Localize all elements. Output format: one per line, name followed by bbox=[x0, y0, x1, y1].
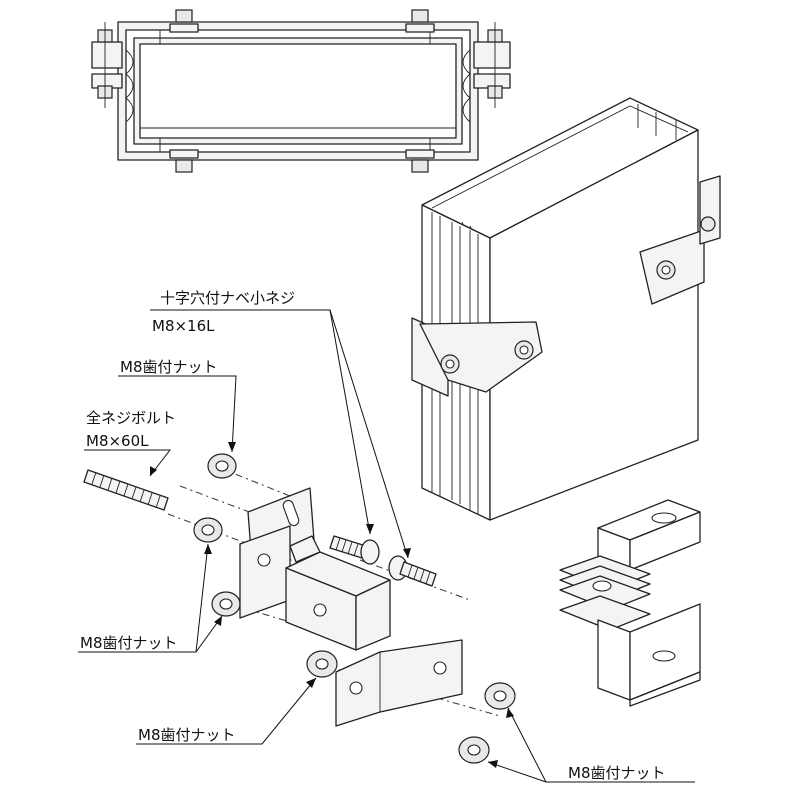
plan-view-section bbox=[91, 9, 511, 173]
exploded-assembly bbox=[83, 453, 516, 764]
label-screw-name: 十字穴付ナベ小ネジ bbox=[160, 289, 295, 307]
label-screw-size: M8×16L bbox=[152, 317, 215, 335]
label-nut-bottom-left: M8歯付ナット bbox=[138, 726, 236, 744]
flange-nut-bottom-right-1 bbox=[484, 682, 516, 710]
flange-nut-mid-left bbox=[193, 517, 223, 543]
flange-nut-lower-left bbox=[211, 591, 241, 617]
pan-head-screw-1 bbox=[329, 535, 380, 565]
bracket-c bbox=[335, 639, 463, 727]
flange-nut-bottom-right-2 bbox=[458, 736, 490, 764]
flange-nut-top bbox=[207, 453, 237, 479]
leader-lines bbox=[78, 309, 695, 783]
label-bolt-size: M8×60L bbox=[86, 432, 149, 450]
flange-nut-bottom-left bbox=[306, 650, 338, 678]
bracket-b bbox=[285, 535, 391, 651]
bracket-stack-view bbox=[559, 499, 701, 707]
label-nut-left: M8歯付ナット bbox=[80, 634, 178, 652]
pillar-assembled-view bbox=[411, 97, 721, 521]
label-nut-top: M8歯付ナット bbox=[120, 358, 218, 376]
pan-head-screw-2 bbox=[388, 555, 437, 587]
full-thread-bolt bbox=[83, 469, 169, 511]
label-nut-bottom-right: M8歯付ナット bbox=[568, 764, 666, 782]
label-bolt-name: 全ネジボルト bbox=[86, 409, 176, 427]
